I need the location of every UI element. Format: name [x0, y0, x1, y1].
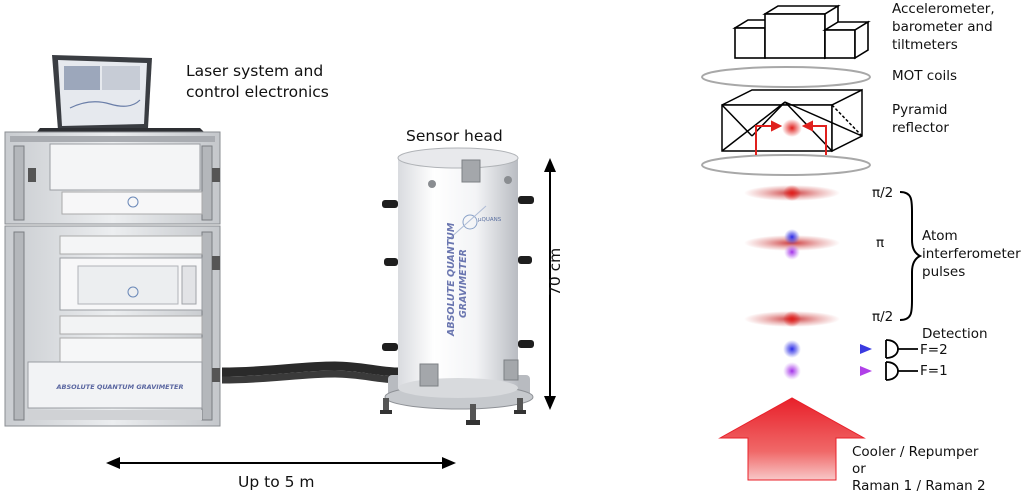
laser-system-label: Laser system and control electronics — [186, 62, 329, 101]
laser-beam-arrow — [718, 397, 866, 481]
sensor-boxes — [732, 4, 871, 60]
atom-cloud-f1 — [783, 362, 801, 380]
distance-arrow — [106, 457, 456, 469]
height-label: 70 cm — [546, 247, 564, 296]
interferometer-label: Atom interferometer pulses — [922, 228, 1021, 280]
mot-coil-upper — [701, 66, 871, 88]
rack-nameplate: ABSOLUTE QUANTUM GRAVIMETER — [56, 383, 184, 391]
pulse-label-3: π/2 — [872, 309, 894, 325]
control-rack-lower — [4, 225, 221, 427]
state-label-f2: F=2 — [920, 342, 948, 358]
detection-label: Detection — [922, 326, 988, 342]
pyramid-reflector-label: Pyramid reflector — [892, 102, 949, 136]
mot-coil-lower — [701, 154, 871, 176]
sensor-head-label: Sensor head — [406, 127, 503, 145]
fluorescence-arrows — [812, 344, 872, 376]
interferometer-brace — [899, 191, 923, 321]
sensors-label: Accelerometer, barometer and tiltmeters — [892, 1, 995, 53]
control-rack-upper — [4, 131, 221, 225]
laptop — [32, 55, 210, 138]
laser-beam-label: Cooler / Repumper or Raman 1 / Raman 2 — [852, 444, 986, 494]
connecting-cable — [221, 361, 399, 377]
state-label-f1: F=1 — [920, 363, 948, 379]
distance-label: Up to 5 m — [238, 473, 315, 491]
sensor-head — [380, 147, 534, 425]
mot-coils-label: MOT coils — [892, 68, 958, 84]
atom-cloud-f2 — [783, 340, 801, 358]
pulse-label-1: π/2 — [872, 185, 894, 201]
height-arrow — [544, 158, 556, 410]
cylinder-label: ABSOLUTE QUANTUM GRAVIMETER — [446, 222, 469, 336]
pyramid-reflector — [721, 88, 863, 153]
brand-logo-text: μQUANS — [478, 217, 502, 223]
detectors — [885, 339, 918, 381]
pulse-label-2: π — [876, 235, 885, 251]
